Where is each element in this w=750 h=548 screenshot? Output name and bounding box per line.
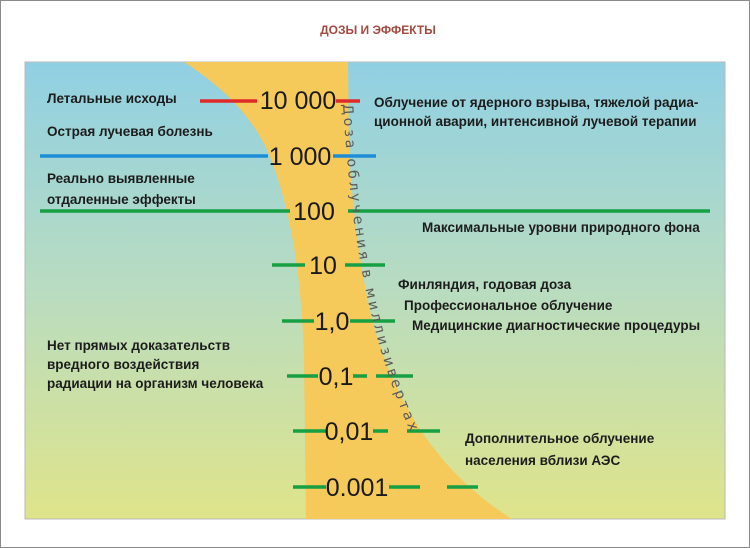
label-nuclear: ционной аварии, интенсивной лучевой тера… <box>374 114 697 129</box>
scale-value: 100 <box>293 198 335 226</box>
label-no-evidence: вредного воздействия <box>47 357 199 372</box>
label-lethal: Летальные исходы <box>47 91 177 106</box>
dose-band <box>184 62 512 519</box>
scale-value: 10 000 <box>260 87 336 115</box>
label-no-evidence: Нет прямых доказательств <box>47 338 230 353</box>
scale-value: 10 <box>309 252 337 280</box>
label-npp: Дополнительное облучение <box>465 431 655 446</box>
scale-lines <box>40 99 710 489</box>
label-npp: населения вблизи АЭС <box>465 453 620 468</box>
label-natural-max: Максимальные уровни природного фона <box>422 220 700 235</box>
scale-value: 1,0 <box>315 308 350 336</box>
label-professional: Профессиональное облучение <box>404 298 613 313</box>
page-title: ДОЗЫ И ЭФФЕКТЫ <box>320 23 436 37</box>
scale-value: 1 000 <box>269 143 332 171</box>
scale-value: 0,1 <box>319 363 354 391</box>
label-delayed: отдаленные эффекты <box>47 192 196 207</box>
label-acute: Острая лучевая болезнь <box>47 124 213 139</box>
scale-value: 0,01 <box>325 418 374 446</box>
label-medical: Медицинские диагностические процедуры <box>412 318 700 333</box>
label-nuclear: Облучение от ядерного взрыва, тяжелой ра… <box>374 95 698 110</box>
label-finland: Финляндия, годовая доза <box>398 277 572 292</box>
label-delayed: Реально выявленные <box>47 171 195 186</box>
scale-value: 0.001 <box>326 474 389 502</box>
label-no-evidence: радиации на организм человека <box>47 376 264 391</box>
